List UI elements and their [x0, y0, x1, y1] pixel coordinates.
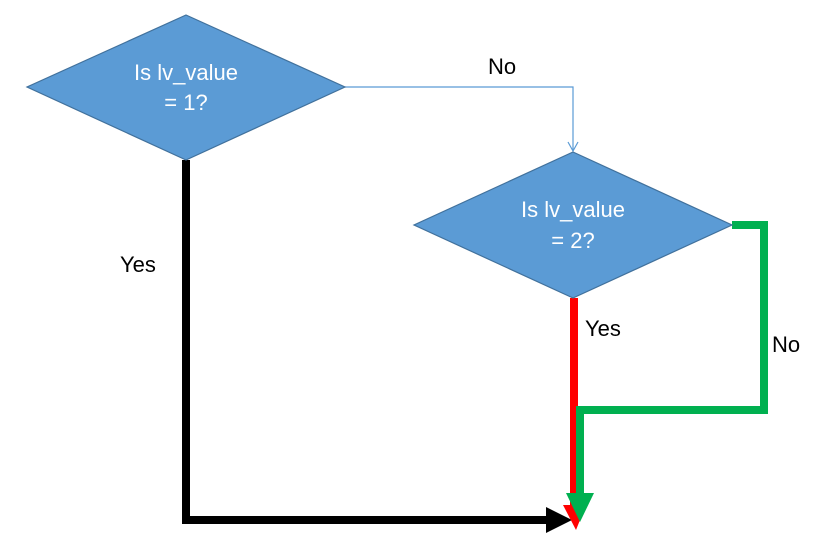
decision1-no-connector	[345, 86, 574, 150]
decision1-text-line2: = 1?	[164, 90, 207, 115]
decision1-diamond	[25, 14, 347, 161]
decision2-no-arrowhead	[566, 493, 594, 522]
decision1-text-line1: Is lv_value	[134, 60, 238, 85]
decision2-text-line2: = 2?	[551, 228, 594, 253]
decision1-no-label: No	[488, 54, 516, 79]
decision2-no-label: No	[772, 332, 800, 357]
decision2-no-path	[576, 221, 768, 496]
decision1-yes-arrowhead	[546, 507, 572, 533]
decision1-yes-path	[182, 160, 552, 524]
decision2-yes-label: Yes	[585, 316, 621, 341]
decision2-text-line1: Is lv_value	[521, 197, 625, 222]
decision1-yes-label: Yes	[120, 252, 156, 277]
decision1-no-arrowhead	[567, 141, 579, 153]
decision2-diamond	[412, 151, 734, 299]
